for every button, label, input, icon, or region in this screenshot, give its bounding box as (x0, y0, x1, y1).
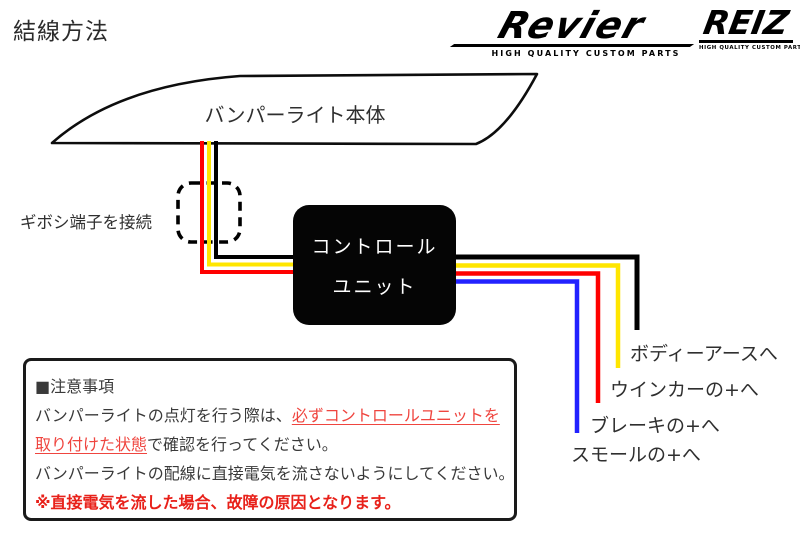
revier-logo: Revier HIGH QUALITY CUSTOM PARTS (449, 4, 695, 58)
bumper-light-body-label: バンパーライト本体 (204, 103, 386, 127)
caution-notes-box: ■注意事項 バンパーライトの点灯を行う際は、必ずコントロールユニットを 取り付け… (23, 358, 517, 521)
wire-label-winker: ウインカーの+へ (610, 379, 759, 401)
reiz-logo-wordmark: REIZ (700, 3, 792, 42)
wire-small-blue (454, 279, 580, 433)
notes-line2: 取り付けた状態で確認を行ってください。 (35, 430, 505, 459)
notes-heading: ■注意事項 (35, 377, 115, 396)
control-unit-label-line2: ユニット (332, 275, 417, 298)
revier-logo-tagline: HIGH QUALITY CUSTOM PARTS (491, 49, 681, 58)
bumper-wire-yellow (207, 141, 295, 267)
wire-label-brake: ブレーキの+へ (590, 415, 720, 437)
reiz-logo-underline (699, 40, 793, 43)
wire-label-small: スモールの+へ (571, 444, 701, 466)
revier-logo-wordmark: Revier (493, 4, 652, 47)
notes-line3: バンパーライトの配線に直接電気を流さないようにしてください。 (35, 464, 515, 483)
giboshi-terminal-label: ギボシ端子を接続 (20, 213, 152, 232)
bumper-wire-red (200, 141, 295, 274)
control-unit-box: コントロール ユニット (293, 205, 456, 325)
wire-winker-yellow (454, 263, 621, 368)
notes-warning-red: ※直接電気を流した場合、故障の原因となります。 (35, 493, 401, 512)
wire-brake-red (454, 271, 601, 403)
reiz-logo-tagline: HIGH QUALITY CUSTOM PARTS (699, 45, 800, 51)
control-unit-label-line1: コントロール (311, 235, 438, 258)
bumper-light-body-shape (50, 72, 539, 146)
notes-line2-red-underlined: 取り付けた状態 (35, 435, 148, 454)
bumper-wire-black (214, 141, 295, 259)
wire-body-earth-black (454, 254, 640, 330)
notes-line1: バンパーライトの点灯を行う際は、必ずコントロールユニットを (35, 401, 505, 430)
notes-line1-red-underlined: 必ずコントロールユニットを (291, 406, 500, 425)
notes-line2-black: で確認を行ってください。 (147, 435, 338, 454)
reiz-logo: REIZ HIGH QUALITY CUSTOM PARTS (699, 3, 800, 51)
page-title: 結線方法 (13, 19, 109, 45)
notes-line1-black: バンパーライトの点灯を行う際は、 (35, 406, 292, 425)
revier-logo-underline (449, 44, 695, 47)
wire-label-body-earth: ボディーアースへ (630, 343, 778, 365)
